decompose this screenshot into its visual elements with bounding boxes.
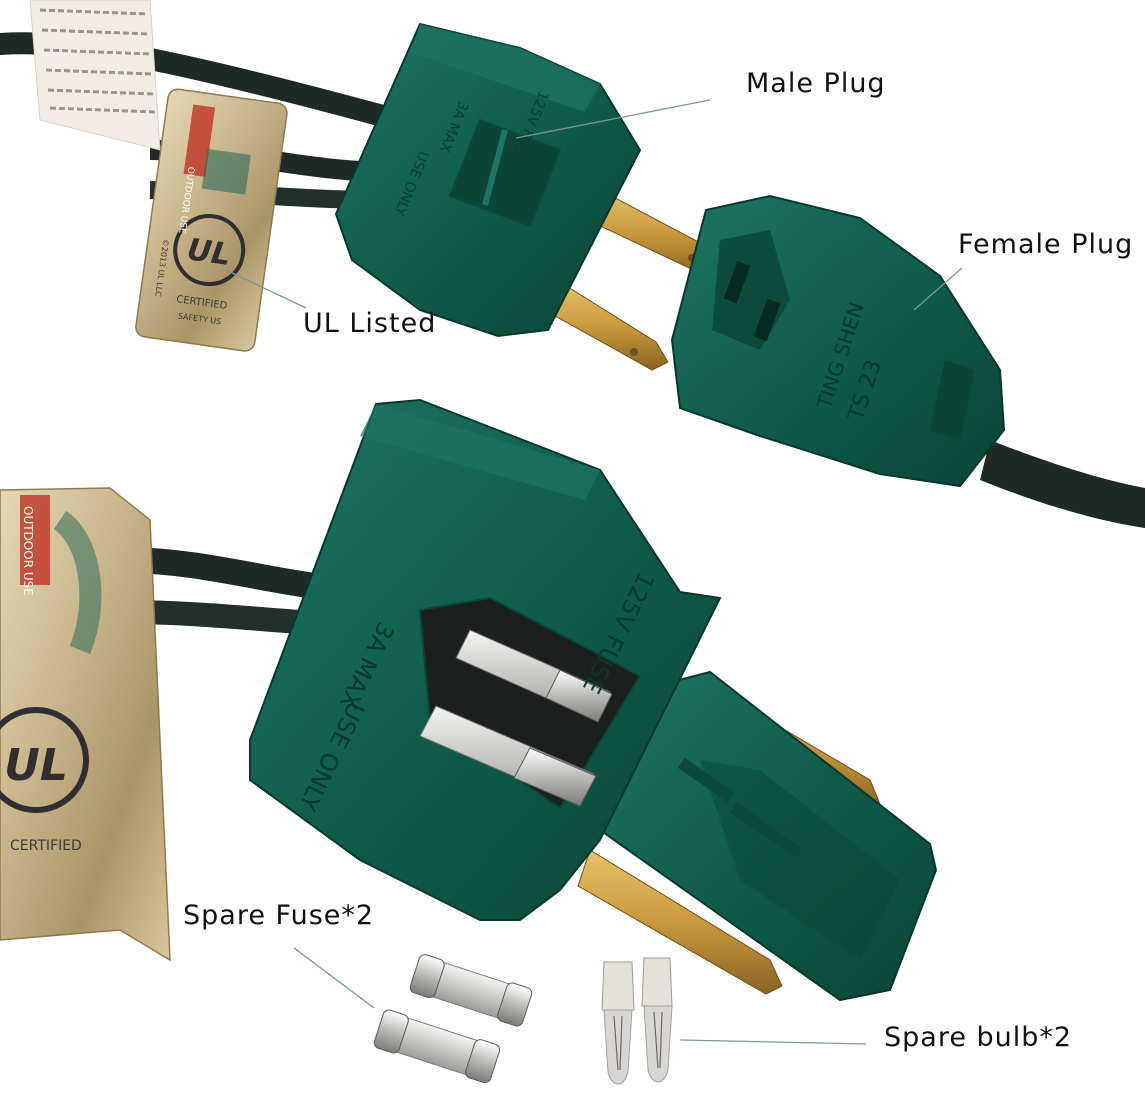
tag-bottom-certified-text: CERTIFIED [10,838,82,854]
spare-bulb-1 [601,961,635,1085]
leader-ul-listed [225,269,307,309]
ul-tag-top: UL CERTIFIED SAFETY US OUTDOOR USE ©2013… [135,88,288,352]
ul-tag-bottom: UL OUTDOOR USE CERTIFIED [0,487,171,962]
female-plug: TING SHEN TS 23 [670,194,1145,528]
svg-text:UL: UL [4,740,68,791]
installed-fuse-lower [419,705,597,807]
leader-spare-fuse [293,947,375,1009]
spare-fuse-1 [409,954,533,1027]
label-male-plug: Male Plug [746,68,886,99]
svg-text:UL: UL [185,232,233,273]
label-female-plug: Female Plug [958,229,1134,260]
leader-spare-bulb [679,1039,867,1045]
label-spare-bulb: Spare bulb*2 [884,1022,1073,1053]
warning-paper-tag [29,0,161,151]
label-spare-fuse: Spare Fuse*2 [183,900,375,931]
spare-fuse-2 [373,1009,501,1084]
tag-bottom-outdoor-text: OUTDOOR USE [21,506,35,596]
male-plug-open: 125V FUSE 3A MAX USE ONLY [249,398,938,1002]
label-ul-listed: UL Listed [303,308,437,339]
spare-bulb-2 [641,957,673,1083]
installed-fuse-upper [455,629,613,723]
leader-male-plug [515,99,711,139]
leader-female-plug [913,267,963,311]
male-plug: 125V FUSE 3A MAX USE ONLY [334,22,723,371]
